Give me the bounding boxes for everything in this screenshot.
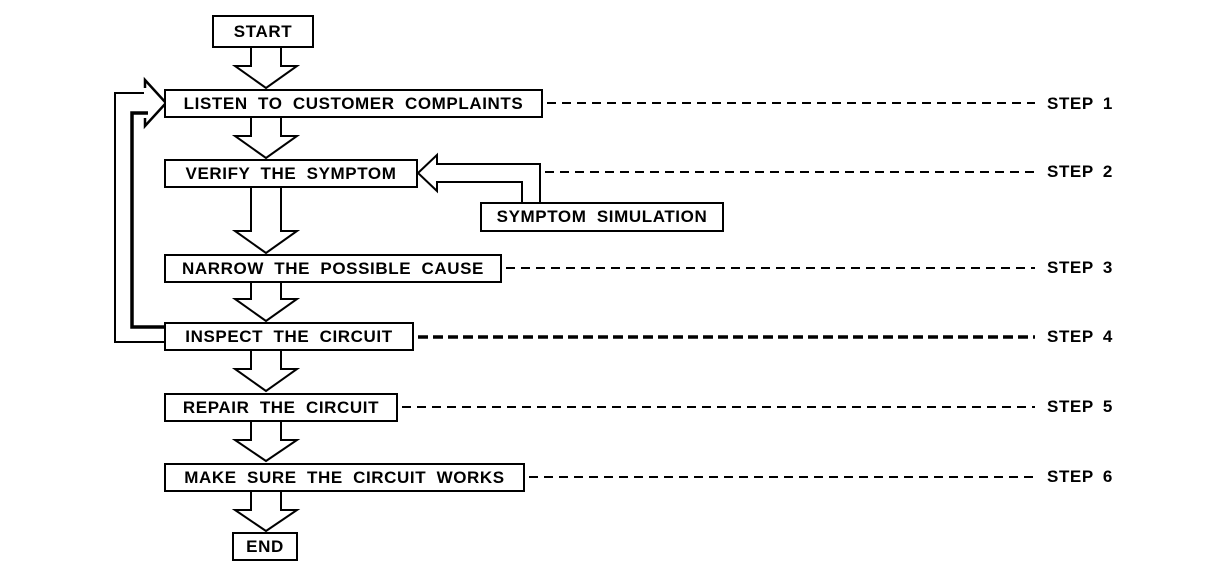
node-repair-circuit: REPAIR THE CIRCUIT	[164, 393, 398, 422]
node-inspect-circuit: INSPECT THE CIRCUIT	[164, 322, 414, 351]
node-circuit-works: MAKE SURE THE CIRCUIT WORKS	[164, 463, 525, 492]
block-arrow-narrow-to-inspect	[231, 280, 301, 323]
feedback-loop-outer-line	[114, 92, 164, 343]
step-label-3: STEP 3	[1047, 258, 1113, 277]
block-arrow-start-to-listen	[231, 45, 301, 90]
node-verify-symptom: VERIFY THE SYMPTOM	[164, 159, 418, 188]
block-arrow-repair-to-confirm	[231, 419, 301, 463]
node-narrow-cause: NARROW THE POSSIBLE CAUSE	[164, 254, 502, 283]
step-label-5: STEP 5	[1047, 397, 1113, 416]
step-label-2: STEP 2	[1047, 162, 1113, 181]
block-arrow-verify-to-narrow	[231, 185, 301, 255]
feedback-arrowhead-icon	[143, 76, 168, 130]
node-symptom-simulation: SYMPTOM SIMULATION	[480, 202, 724, 232]
step-label-6: STEP 6	[1047, 467, 1113, 486]
block-arrow-inspect-to-repair	[231, 348, 301, 393]
block-arrow-listen-to-verify	[231, 115, 301, 160]
step-label-1: STEP 1	[1047, 94, 1113, 113]
node-listen-complaints: LISTEN TO CUSTOMER COMPLAINTS	[164, 89, 543, 118]
node-start: START	[212, 15, 314, 48]
block-arrow-confirm-to-end	[231, 489, 301, 533]
step-label-4: STEP 4	[1047, 327, 1113, 346]
bent-arrow-simulation-to-verify	[416, 152, 541, 205]
feedback-loop-inner-line	[130, 111, 164, 329]
node-end: END	[232, 532, 298, 561]
